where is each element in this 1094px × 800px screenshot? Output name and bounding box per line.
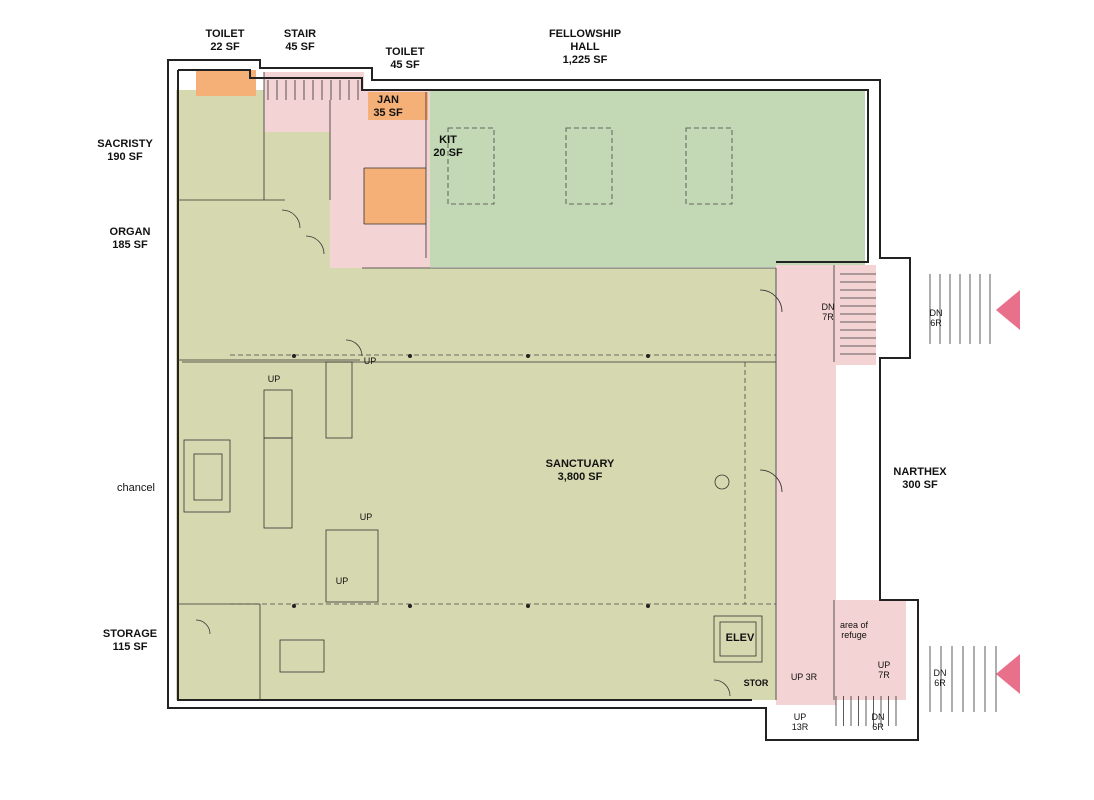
- sacristy-area: 190 SF: [107, 151, 143, 163]
- up-7r-text-b: 7R: [878, 670, 890, 680]
- toilet-mid-area: 45 SF: [390, 59, 420, 71]
- up-13r-text-a: UP: [793, 712, 807, 722]
- dn-6r-top-text-a: DN: [929, 308, 943, 318]
- up-13r-label: UP 13R: [786, 712, 814, 732]
- toilet-left-name: TOILET: [205, 28, 245, 40]
- column-markers: [292, 354, 730, 608]
- up-text-4: UP: [335, 576, 349, 586]
- stair-treads: [267, 80, 897, 726]
- up-text-3: UP: [359, 512, 373, 522]
- toilet-left-label: TOILET 22 SF: [190, 28, 260, 54]
- organ-label: ORGAN 185 SF: [90, 226, 170, 252]
- stair-area: 45 SF: [285, 41, 315, 53]
- organ-area: 185 SF: [112, 239, 148, 251]
- entry-arrow-bottom: [996, 654, 1020, 694]
- kit-area: 20 SF: [433, 147, 463, 159]
- fellowship-tables: [447, 127, 733, 205]
- dn-6r-bot-text-b: 6R: [934, 678, 946, 688]
- storage-label: STORAGE 115 SF: [90, 628, 170, 654]
- stair-label: STAIR 45 SF: [260, 28, 340, 54]
- up-13r-text-b: 13R: [791, 722, 809, 732]
- sanctuary-label: SANCTUARY 3,800 SF: [530, 458, 630, 484]
- toilet-mid-label: TOILET 45 SF: [370, 46, 440, 72]
- chancel-name: chancel: [117, 482, 155, 494]
- area-of-refuge-line1: area of: [839, 620, 869, 630]
- sacristy-name: SACRISTY: [97, 138, 153, 150]
- toilet-mid-name: TOILET: [385, 46, 425, 58]
- door-swings: [195, 209, 783, 697]
- narthex-name: NARTHEX: [893, 466, 947, 478]
- dn-6r-low-text-a: DN: [871, 712, 885, 722]
- storage-name: STORAGE: [102, 628, 158, 640]
- up-text-2: UP: [363, 356, 377, 366]
- sanctuary-name: SANCTUARY: [545, 458, 615, 470]
- kit-name: KIT: [439, 134, 457, 146]
- dn-6r-low-text-b: 6R: [872, 722, 884, 732]
- kit-label: KIT 20 SF: [428, 134, 468, 160]
- chancel-label: chancel: [100, 482, 172, 495]
- up-label-1: UP: [262, 374, 286, 384]
- sanctuary-zone: [176, 90, 776, 700]
- elev-name: ELEV: [725, 632, 755, 644]
- jan-label: JAN 35 SF: [368, 94, 408, 120]
- stor-label: STOR: [738, 678, 774, 688]
- jan-area: 35 SF: [373, 107, 403, 119]
- organ-name: ORGAN: [109, 226, 151, 238]
- storage-area: 115 SF: [112, 641, 148, 653]
- elev-label: ELEV: [720, 632, 760, 645]
- jan-name: JAN: [376, 94, 399, 106]
- fellowship-hall-name-2: HALL: [570, 41, 600, 53]
- up-label-4: UP: [330, 576, 354, 586]
- entry-arrow-top: [996, 290, 1020, 330]
- up-label-2: UP: [358, 356, 382, 366]
- up-label-3: UP: [354, 512, 378, 522]
- fellowship-hall-label: FELLOWSHIP HALL 1,225 SF: [530, 28, 640, 67]
- area-of-refuge-line2: refuge: [841, 630, 867, 640]
- dn-6r-low-label: DN 6R: [864, 712, 892, 732]
- narthex-label: NARTHEX 300 SF: [880, 466, 960, 492]
- stair-name: STAIR: [283, 28, 317, 40]
- up-7r-text-a: UP: [877, 660, 891, 670]
- chancel-platform: [183, 361, 379, 673]
- up-3r-label: UP 3R: [784, 672, 824, 682]
- dn-6r-top-label: DN 6R: [924, 308, 948, 328]
- exterior-stairs: [929, 274, 997, 712]
- dn-7r-text-b: 7R: [822, 312, 834, 322]
- dn-6r-bot-text-a: DN: [933, 668, 947, 678]
- stor-name: STOR: [743, 678, 769, 688]
- dn-6r-top-text-b: 6R: [930, 318, 942, 328]
- toilet-left-area: 22 SF: [210, 41, 240, 53]
- sacristy-label: SACRISTY 190 SF: [80, 138, 170, 164]
- up-3r-text: UP 3R: [790, 672, 818, 682]
- fellowship-hall-area: 1,225 SF: [562, 54, 608, 66]
- outer-walls: [167, 59, 919, 741]
- sanctuary-area: 3,800 SF: [557, 471, 603, 483]
- up-text-1: UP: [267, 374, 281, 384]
- interior-walls: [178, 72, 835, 700]
- elevator-box: [713, 615, 763, 663]
- area-of-refuge-label: area of refuge: [830, 620, 878, 640]
- dn-7r-text-a: DN: [821, 302, 835, 312]
- up-7r-label: UP 7R: [872, 660, 896, 680]
- service-zone: [196, 70, 428, 224]
- fellowship-hall-zone: [430, 90, 865, 267]
- dn-7r-label: DN 7R: [816, 302, 840, 322]
- dn-6r-bot-label: DN 6R: [928, 668, 952, 688]
- fellowship-hall-name: FELLOWSHIP: [548, 28, 622, 40]
- beam-lines: [230, 354, 776, 605]
- narthex-area: 300 SF: [902, 479, 938, 491]
